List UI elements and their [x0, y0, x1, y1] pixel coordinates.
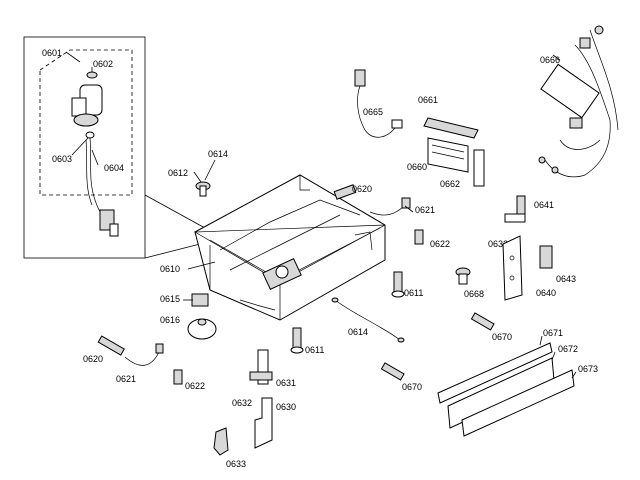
label-0614-top: 0614 — [208, 149, 228, 159]
strip-part-0670-right — [470, 312, 495, 331]
label-0668: 0668 — [464, 289, 484, 299]
label-0621-top: 0621 — [415, 205, 435, 215]
spring-part-0620-top — [333, 184, 357, 200]
label-0643: 0643 — [556, 274, 576, 284]
clip-part-0643 — [539, 245, 553, 269]
wire-part-0621-left — [124, 343, 164, 366]
wire-part-0665 — [354, 69, 403, 138]
panel-part-0673 — [461, 369, 575, 437]
seal-part-0662 — [473, 149, 485, 187]
label-0632-lower: 0632 — [232, 398, 252, 408]
label-0603: 0603 — [52, 154, 72, 164]
label-0670-lower: 0670 — [402, 382, 422, 392]
panel-part-0671 — [437, 342, 553, 404]
hinge-part-0631 — [249, 349, 273, 385]
hinge-arm-part-0630 — [254, 397, 273, 449]
label-0616: 0616 — [160, 315, 180, 325]
base-frame-part-0610 — [193, 174, 386, 321]
label-0614-cable: 0614 — [348, 327, 368, 337]
label-0602: 0602 — [93, 59, 113, 69]
label-0611-right: 0611 — [404, 288, 423, 298]
label-0601: 0601 — [42, 48, 62, 58]
inset-frame — [23, 36, 146, 259]
spring-part-0620-left — [97, 335, 125, 356]
label-0620-left: 0620 — [83, 354, 103, 364]
clip-part-0622-left — [173, 369, 183, 385]
cover-part-0661 — [423, 117, 479, 139]
label-0610: 0610 — [160, 264, 180, 274]
label-0665: 0665 — [363, 107, 383, 117]
label-0622-top: 0622 — [430, 239, 450, 249]
strip-part-0670-lower — [380, 362, 405, 381]
label-0660: 0660 — [407, 162, 427, 172]
label-0622-left: 0622 — [185, 381, 205, 391]
bracket-part-0641 — [504, 195, 526, 223]
foot-part-0611-right — [391, 271, 405, 298]
label-0662: 0662 — [440, 179, 460, 189]
label-0612: 0612 — [168, 168, 188, 178]
hinge-plate-part-0640 — [502, 235, 523, 301]
label-0633: 0633 — [226, 459, 246, 469]
label-0641: 0641 — [534, 200, 554, 210]
cable-part-0614 — [331, 297, 405, 343]
inset-callout-line — [144, 194, 206, 229]
label-0666: 0666 — [540, 55, 560, 65]
valve-assembly-part — [71, 71, 119, 237]
inset-callout-line-2 — [144, 243, 201, 259]
label-0620-top: 0620 — [352, 184, 372, 194]
label-0673: 0673 — [578, 364, 598, 374]
foot-part-0611-center — [290, 327, 304, 354]
label-0611-center: 0611 — [305, 345, 324, 355]
label-0604: 0604 — [104, 163, 124, 173]
label-0672: 0672 — [558, 344, 578, 354]
cam-part-0615 — [191, 293, 209, 307]
knob-part-0668 — [455, 267, 471, 285]
wire-part-0621-top — [369, 197, 411, 216]
label-0630: 0630 — [276, 402, 296, 412]
label-0671: 0671 — [543, 328, 563, 338]
label-0640: 0640 — [536, 288, 556, 298]
label-0632-right: 0632 — [488, 239, 508, 249]
label-0621-left: 0621 — [116, 374, 136, 384]
screw-part-0612 — [195, 181, 211, 197]
label-0615: 0615 — [160, 294, 180, 304]
detail-inset-0601: 0601 0602 0603 0604 — [23, 36, 206, 259]
label-0661: 0661 — [418, 95, 438, 105]
label-0631: 0631 — [276, 378, 296, 388]
harness-part-0666 — [538, 25, 619, 178]
housing-part-0660 — [427, 137, 469, 173]
clip-part-0622-top — [414, 229, 424, 245]
disc-part-0616 — [187, 318, 217, 340]
inset-dashed-outline — [39, 49, 133, 196]
label-0670-right: 0670 — [492, 332, 512, 342]
bracket-part-0633 — [213, 427, 229, 456]
